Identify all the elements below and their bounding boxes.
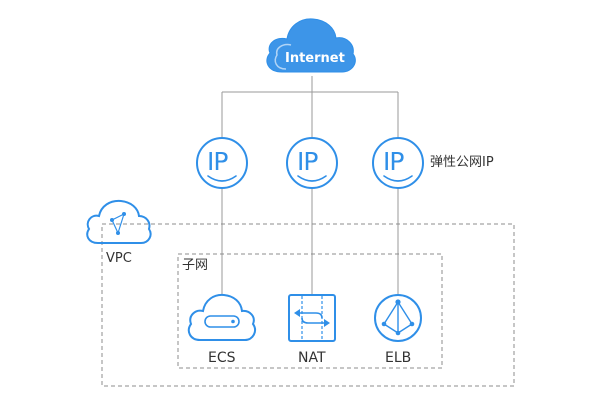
connector-lines (221, 76, 399, 294)
ip-smile-1 (207, 175, 237, 182)
vpc-label: VPC (106, 251, 132, 266)
ip-circles (196, 137, 424, 189)
ip-smile-3 (383, 175, 413, 182)
ip-smiles (207, 175, 413, 182)
vpc-cloud-icon (86, 199, 152, 244)
ip-circle-1 (196, 137, 248, 189)
ip-label-3: IP (383, 147, 404, 176)
ip-circle-2 (286, 137, 338, 189)
ecs-label: ECS (208, 350, 236, 366)
subnet-label: 子网 (182, 258, 209, 273)
internet-label: Internet (285, 51, 345, 66)
eip-label: 弹性公网IP (430, 155, 494, 170)
elb-label: ELB (385, 350, 412, 366)
vpc-boundary (101, 223, 515, 387)
ip-smile-2 (297, 175, 327, 182)
ip-label-2: IP (297, 147, 318, 176)
elb-loadbalancer-icon (374, 294, 422, 342)
ip-circle-3 (372, 137, 424, 189)
ip-label-1: IP (207, 147, 228, 176)
nat-label: NAT (298, 350, 326, 366)
ecs-server-icon (187, 293, 256, 341)
nat-gateway-icon (288, 294, 336, 342)
internet-cloud-icon (266, 18, 356, 73)
